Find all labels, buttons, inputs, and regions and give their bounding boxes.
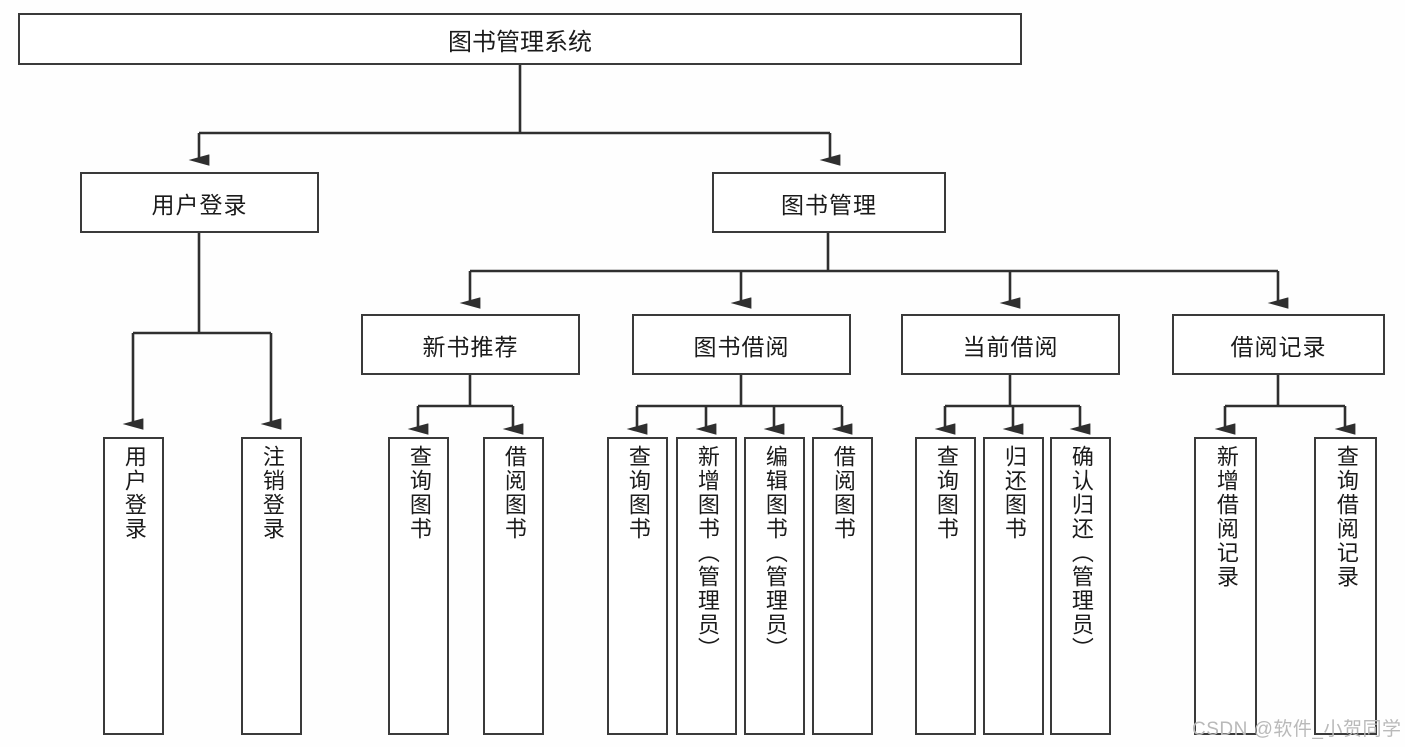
node-leaf-query-book-1[interactable]: 查询图书	[388, 437, 449, 735]
node-borrow-record[interactable]: 借阅记录	[1172, 314, 1385, 375]
node-label: 图书管理	[781, 191, 877, 218]
node-label: 查询借阅记录	[1333, 445, 1359, 589]
csdn-watermark: CSDN @软件_小贺同学	[1192, 719, 1402, 740]
node-label: 新增借阅记录	[1213, 445, 1239, 589]
node-book-manage[interactable]: 图书管理	[712, 172, 946, 233]
node-leaf-query-record[interactable]: 查询借阅记录	[1314, 437, 1377, 735]
node-label: 借阅图书	[501, 445, 527, 541]
node-leaf-edit-book[interactable]: 编辑图书（管理员）	[744, 437, 805, 735]
node-label: 查询图书	[406, 445, 432, 541]
node-label: 归还图书	[1001, 445, 1027, 541]
node-leaf-user-login[interactable]: 用户登录	[103, 437, 164, 735]
node-book-borrow[interactable]: 图书借阅	[632, 314, 851, 375]
node-leaf-add-record[interactable]: 新增借阅记录	[1194, 437, 1257, 735]
node-leaf-borrow-book-2[interactable]: 借阅图书	[812, 437, 873, 735]
node-leaf-add-book[interactable]: 新增图书（管理员）	[676, 437, 737, 735]
node-label: 用户登录	[151, 191, 248, 218]
node-current-borrow[interactable]: 当前借阅	[901, 314, 1120, 375]
node-label: 注销登录	[259, 445, 285, 541]
node-leaf-query-book-3[interactable]: 查询图书	[915, 437, 976, 735]
node-leaf-query-book-2[interactable]: 查询图书	[607, 437, 668, 735]
node-leaf-borrow-book-1[interactable]: 借阅图书	[483, 437, 544, 735]
node-label: 当前借阅	[962, 333, 1059, 360]
node-leaf-confirm-return[interactable]: 确认归还（管理员）	[1050, 437, 1111, 735]
node-label: 编辑图书（管理员）	[762, 445, 788, 661]
node-user-login[interactable]: 用户登录	[80, 172, 319, 233]
node-label: 查询图书	[933, 445, 959, 541]
node-label: 借阅图书	[830, 445, 856, 541]
node-label: 确认归还（管理员）	[1068, 445, 1094, 661]
node-leaf-return-book[interactable]: 归还图书	[983, 437, 1044, 735]
node-root-system[interactable]: 图书管理系统	[18, 13, 1022, 65]
node-new-book-recommend[interactable]: 新书推荐	[361, 314, 580, 375]
node-label: 新书推荐	[422, 333, 519, 360]
node-label: 图书借阅	[693, 333, 790, 360]
node-label: 借阅记录	[1230, 333, 1327, 360]
node-leaf-user-logout[interactable]: 注销登录	[241, 437, 302, 735]
node-label: 用户登录	[121, 445, 147, 541]
node-label: 新增图书（管理员）	[694, 445, 720, 661]
node-label: 图书管理系统	[448, 28, 592, 56]
node-label: 查询图书	[625, 445, 651, 541]
